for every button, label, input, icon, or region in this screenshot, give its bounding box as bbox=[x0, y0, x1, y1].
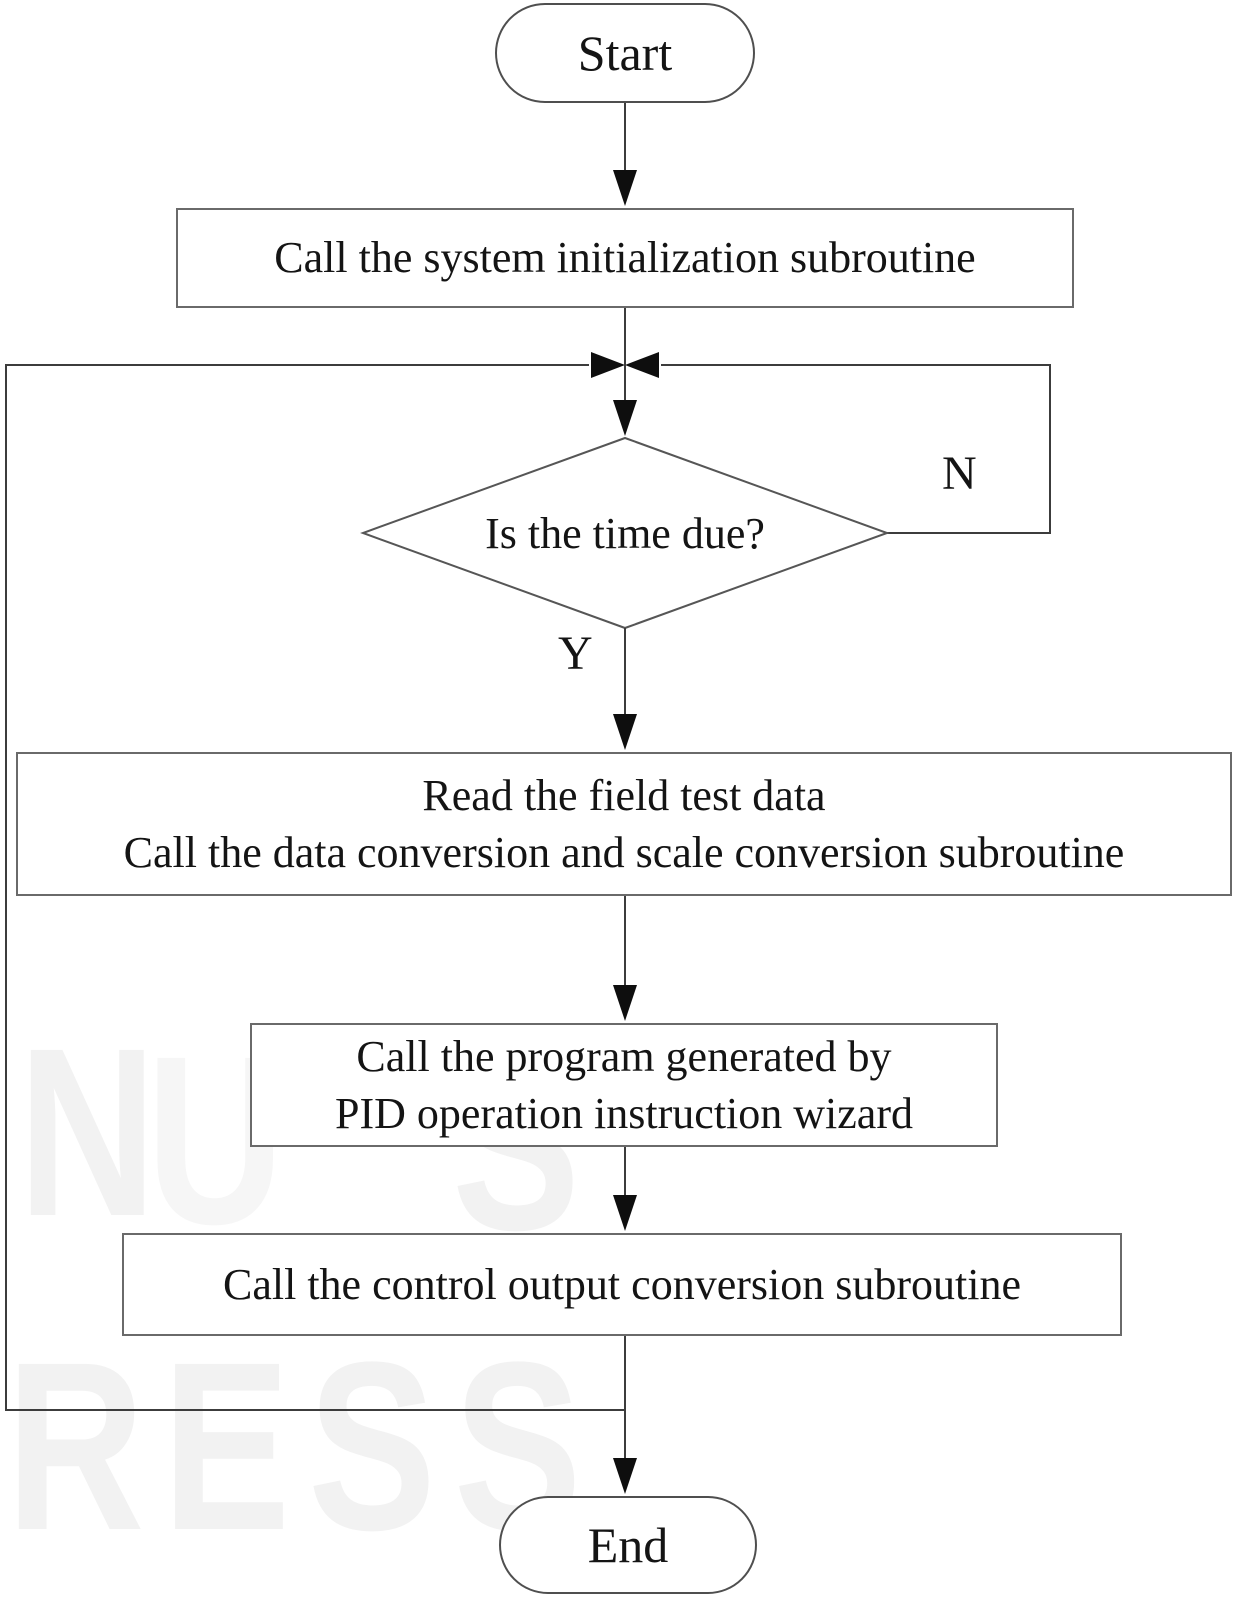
system-initialization-node: Call the system initialization subroutin… bbox=[176, 208, 1074, 308]
arrowhead-into-output bbox=[613, 1195, 637, 1231]
pid-wizard-label-line1: Call the program generated by bbox=[356, 1031, 892, 1081]
edge-no-loop bbox=[661, 364, 1051, 534]
no-branch-label: N bbox=[942, 447, 977, 500]
yes-branch-label: Y bbox=[558, 627, 593, 680]
arrowhead-into-read bbox=[613, 714, 637, 750]
decision-node: Is the time due? bbox=[363, 438, 887, 628]
read-field-data-label-line1: Read the field test data bbox=[422, 770, 826, 820]
merge-arrowhead-left bbox=[591, 352, 625, 378]
pid-wizard-label-line2: PID operation instruction wizard bbox=[335, 1089, 913, 1138]
control-output-label: Call the control output conversion subro… bbox=[223, 1259, 1021, 1309]
arrowhead-into-end bbox=[613, 1458, 637, 1494]
read-field-data-node: Read the field test data Call the data c… bbox=[16, 752, 1232, 896]
arrowhead-into-init bbox=[613, 170, 637, 206]
watermark-letter: N bbox=[18, 998, 157, 1266]
edge-repeat-loop bbox=[5, 364, 625, 1411]
arrowhead-into-decision bbox=[613, 400, 637, 436]
pid-wizard-node: Call the program generated by PID operat… bbox=[250, 1023, 998, 1147]
merge-arrowhead-right bbox=[625, 352, 659, 378]
start-node-label: Start bbox=[577, 24, 673, 81]
end-node: End bbox=[499, 1496, 757, 1594]
end-node-label: End bbox=[587, 1516, 669, 1573]
system-initialization-label: Call the system initialization subroutin… bbox=[274, 233, 976, 283]
control-output-node: Call the control output conversion subro… bbox=[122, 1233, 1122, 1336]
start-node: Start bbox=[495, 3, 755, 103]
decision-node-label: Is the time due? bbox=[485, 508, 765, 558]
watermark-text: RESS bbox=[6, 1312, 600, 1580]
arrowhead-into-pid bbox=[613, 985, 637, 1021]
read-field-data-label-line2: Call the data conversion and scale conve… bbox=[123, 828, 1125, 877]
